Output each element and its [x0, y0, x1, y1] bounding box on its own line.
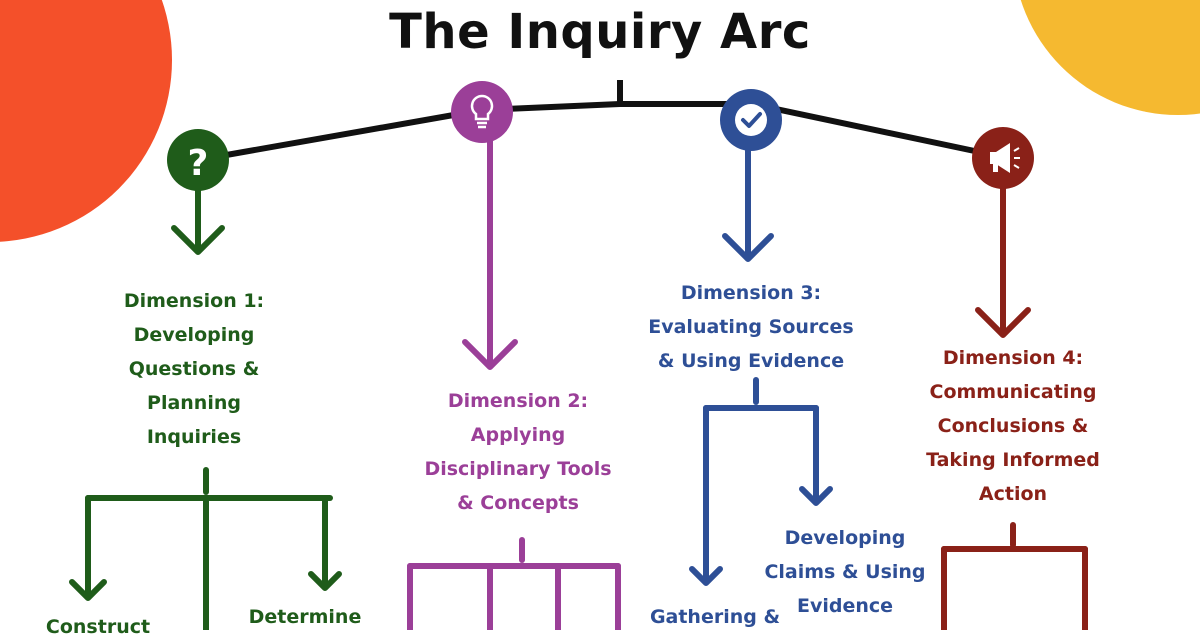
dimension-1-line: Dimension 1: [123, 290, 265, 312]
dimension-3-line: Dimension 3: [680, 282, 822, 304]
dimension-4-branch [941, 182, 1088, 630]
dimension-3-subitem-developing-claims: Developing Claims & Using Evidence [760, 521, 930, 623]
dimension-1-line: Questions & [128, 358, 260, 380]
dimension-2-line: & Concepts [457, 492, 579, 514]
dimension-1-line: Developing [133, 324, 255, 346]
dimension-4-line: Taking Informed [926, 449, 1100, 471]
decorative-yellow-circle [1020, 0, 1200, 115]
inquiry-arc-diagram: ? [0, 0, 1200, 630]
dimension-2-line: Applying [470, 424, 566, 446]
dimension-1-subitem-construct: Construct [45, 616, 151, 638]
arc-line [197, 101, 1004, 163]
dimension-3-label: Dimension 3: Evaluating Sources & Using … [641, 276, 861, 378]
megaphone-icon [972, 127, 1034, 189]
decorative-orange-circle [0, 0, 172, 242]
dimension-4-line: Action [978, 483, 1048, 505]
svg-text:?: ? [188, 143, 209, 184]
dimension-1-line: Planning [147, 392, 241, 414]
checkmark-icon [720, 89, 782, 151]
dimension-1-label: Dimension 1: Developing Questions & Plan… [104, 284, 284, 454]
dimension-3-subitem-line: Developing [784, 527, 906, 549]
dimension-2-line: Disciplinary Tools [424, 458, 612, 480]
dimension-4-line: Conclusions & [937, 415, 1089, 437]
dimension-3-branch [689, 142, 833, 586]
question-mark-icon: ? [167, 129, 229, 191]
dimension-3-line: Evaluating Sources [648, 316, 854, 338]
lightbulb-icon [451, 81, 513, 143]
page-title: The Inquiry Arc [389, 4, 811, 60]
dimension-2-branch [407, 137, 621, 630]
dimension-3-subitem-gathering: Gathering & [649, 606, 781, 628]
dimension-3-subitem-line: Claims & Using [764, 561, 926, 583]
dimension-4-line: Dimension 4: [942, 347, 1084, 369]
dimension-3-line: & Using Evidence [657, 350, 845, 372]
dimension-4-line: Communicating [929, 381, 1097, 403]
dimension-4-label: Dimension 4: Communicating Conclusions &… [913, 341, 1113, 511]
dimension-1-branch [69, 182, 342, 630]
dimension-1-line: Inquiries [146, 426, 242, 448]
dimension-2-line: Dimension 2: [447, 390, 589, 412]
dimension-1-subitem-determine: Determine [248, 606, 362, 628]
dimension-3-subitem-line: Evidence [796, 595, 894, 617]
dimension-2-label: Dimension 2: Applying Disciplinary Tools… [408, 384, 628, 520]
